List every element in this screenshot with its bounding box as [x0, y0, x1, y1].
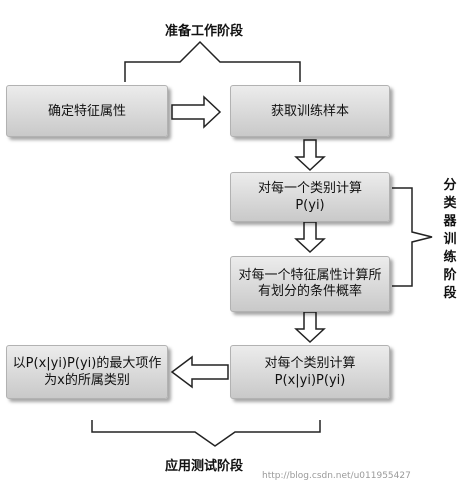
joint-prob-line2: P(x|yi)P(yi)	[274, 373, 346, 388]
conditional-prob-box: 对每一个特征属性计算所有划分的条件概率	[230, 256, 390, 312]
arrow-down-1	[294, 139, 326, 172]
joint-prob-line1: 对每个类别计算	[264, 356, 356, 371]
arrow-left	[170, 355, 229, 389]
samples-box: 获取训练样本	[230, 85, 390, 137]
train-stage-brace	[392, 187, 433, 287]
feature-box: 确定特征属性	[6, 85, 168, 137]
arrow-right	[171, 95, 222, 129]
per-class-prior-box: 对每一个类别计算 P(yi)	[230, 172, 390, 222]
train-stage-label: 分类器训练阶段	[443, 178, 457, 301]
arrow-down-2	[294, 221, 326, 254]
per-class-prior-line1: 对每一个类别计算	[257, 181, 362, 196]
result-box-text: 以P(x|yi)P(yi)的最大项作为x的所属类别	[12, 356, 162, 388]
feature-box-text: 确定特征属性	[47, 103, 126, 119]
apply-stage-brace	[91, 420, 321, 447]
result-box: 以P(x|yi)P(yi)的最大项作为x的所属类别	[6, 345, 168, 399]
samples-box-text: 获取训练样本	[270, 103, 349, 119]
prep-stage-brace	[124, 40, 301, 82]
apply-stage-label: 应用测试阶段	[165, 459, 244, 474]
prep-stage-label: 准备工作阶段	[165, 24, 244, 39]
conditional-prob-text: 对每一个特征属性计算所有划分的条件概率	[238, 268, 382, 299]
per-class-prior-line2: P(yi)	[295, 198, 325, 213]
arrow-down-3	[294, 311, 326, 344]
watermark: http://blog.csdn.net/u011955427	[262, 471, 411, 481]
joint-prob-box: 对每个类别计算 P(x|yi)P(yi)	[230, 345, 390, 399]
